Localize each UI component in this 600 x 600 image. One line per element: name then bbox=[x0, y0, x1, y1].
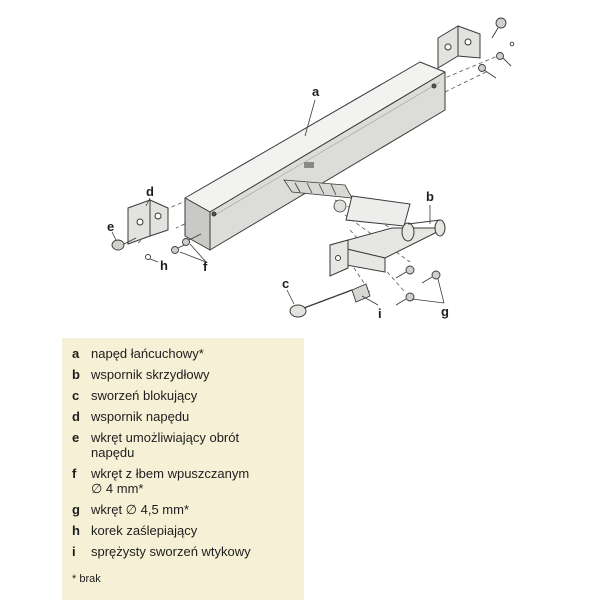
callout-leaders bbox=[111, 99, 445, 306]
legend-letter: f bbox=[72, 466, 77, 481]
chain-links bbox=[283, 179, 353, 213]
screws-top-right bbox=[478, 17, 515, 79]
actuator-bracket-right bbox=[437, 25, 481, 69]
pivot-screw bbox=[111, 237, 137, 251]
callout-d: d bbox=[146, 184, 154, 199]
legend-text: wspornik skrzydłowy bbox=[91, 367, 210, 382]
legend-letter: d bbox=[72, 409, 80, 424]
legend-item-f: f wkręt z łbem wpuszczanym ∅ 4 mm* bbox=[72, 466, 312, 496]
legend-text: napęd łańcuchowy* bbox=[91, 346, 204, 361]
legend-item-b: b wspornik skrzydłowy bbox=[72, 367, 312, 382]
legend-text: sworzeń blokujący bbox=[91, 388, 198, 403]
callout-f: f bbox=[203, 259, 208, 274]
mounting-screws bbox=[395, 265, 441, 306]
callout-h: h bbox=[160, 258, 168, 273]
callout-a: a bbox=[312, 84, 320, 99]
callout-i: i bbox=[378, 306, 382, 321]
callout-g: g bbox=[441, 304, 449, 319]
legend-panel bbox=[62, 338, 304, 600]
legend-text: sprężysty sworzeń wtykowy bbox=[91, 544, 251, 559]
sash-bracket bbox=[329, 195, 446, 277]
legend-item-e: e wkręt umożliwiający obrót napędu bbox=[72, 430, 312, 460]
legend-letter: c bbox=[72, 388, 80, 403]
legend-text: wkręt umożliwiający obrót napędu bbox=[91, 430, 240, 460]
legend-item-i: i sprężysty sworzeń wtykowy bbox=[72, 544, 312, 559]
callout-c: c bbox=[282, 276, 289, 291]
legend-item-d: d wspornik napędu bbox=[72, 409, 312, 424]
legend-text: wkręt z łbem wpuszczanym ∅ 4 mm* bbox=[91, 466, 250, 496]
countersunk-screws bbox=[171, 233, 202, 254]
legend-footnote: * brak bbox=[72, 573, 101, 585]
legend-letter: a bbox=[72, 346, 80, 361]
legend-letter: g bbox=[72, 502, 80, 517]
legend-text: wspornik napędu bbox=[91, 409, 190, 424]
legend-item-h: h korek zaślepiający bbox=[72, 523, 312, 538]
legend-letter: h bbox=[72, 523, 80, 538]
legend-item-g: g wkręt ∅ 4,5 mm* bbox=[72, 502, 312, 517]
chain-actuator-housing bbox=[184, 61, 446, 251]
blanking-cap bbox=[145, 254, 151, 260]
callout-e: e bbox=[107, 219, 114, 234]
legend-item-c: c sworzeń blokujący bbox=[72, 388, 312, 403]
legend-text: wkręt ∅ 4,5 mm* bbox=[91, 502, 190, 517]
callout-b: b bbox=[426, 189, 434, 204]
legend-letter: e bbox=[72, 430, 80, 445]
legend-letter: i bbox=[72, 544, 76, 559]
actuator-bracket-left bbox=[127, 199, 169, 245]
legend-letter: b bbox=[72, 367, 80, 382]
legend-text: korek zaślepiający bbox=[91, 523, 198, 538]
locking-pin bbox=[289, 289, 353, 318]
legend-list: a napęd łańcuchowy* b wspornik skrzydłow… bbox=[72, 346, 312, 565]
legend-item-a: a napęd łańcuchowy* bbox=[72, 346, 312, 361]
spring-plug-pin bbox=[351, 283, 371, 303]
